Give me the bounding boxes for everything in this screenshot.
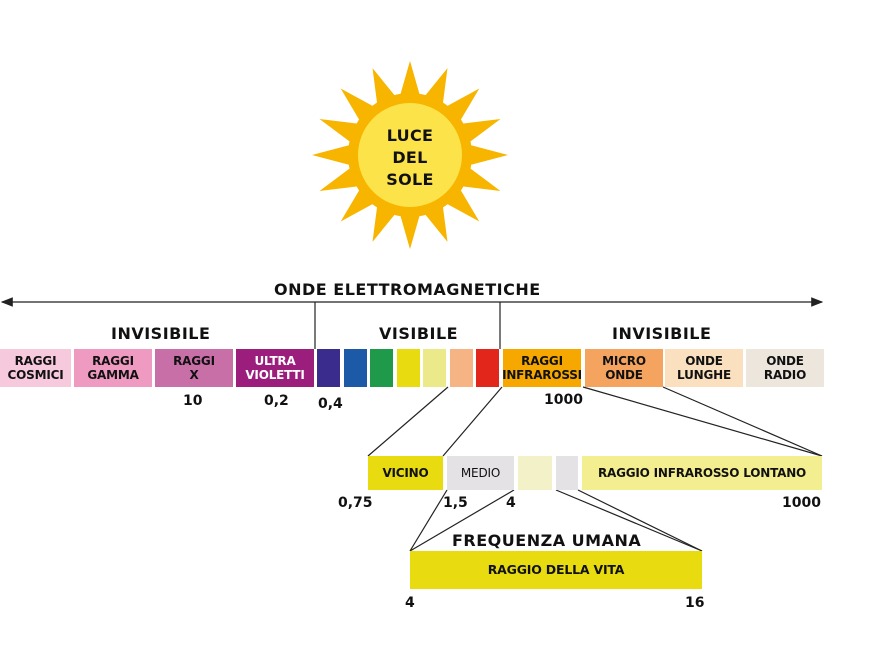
band-raggi-gamma: RAGGI GAMMA [74, 349, 152, 387]
zoom-line [555, 489, 703, 552]
sun-label-line: DEL [392, 148, 428, 167]
band-micro-onde: MICRO ONDE [585, 349, 663, 387]
human-number: 16 [685, 595, 705, 611]
sun-icon [312, 60, 508, 250]
ir-label: VICINO [382, 466, 429, 480]
spectrum-number: 0,4 [318, 396, 343, 412]
band-label: ULTRA VIOLETTI [245, 354, 305, 382]
zoom-line [442, 386, 503, 457]
sun-label: LUCE DEL SOLE [300, 125, 520, 191]
band-ultravioletti: ULTRA VIOLETTI [236, 349, 314, 387]
band-label: RAGGI COSMICI [7, 354, 64, 382]
ir-number: 1,5 [443, 495, 468, 511]
band-visible-orange [450, 349, 473, 387]
spectrum-number: 10 [183, 393, 203, 409]
invisible-right-label: INVISIBILE [612, 324, 712, 343]
sun-illustration: LUCE DEL SOLE [300, 55, 520, 255]
zoom-line [409, 489, 515, 552]
band-label: RAGGI X [173, 354, 215, 382]
visible-label: VISIBILE [379, 324, 459, 343]
ir-lontano: RAGGIO INFRAROSSO LONTANO [582, 456, 822, 490]
band-label: ONDE RADIO [763, 354, 807, 382]
zoom-line [582, 386, 823, 457]
band-visible-light-yellow [423, 349, 446, 387]
band-raggi-infrarossi: RAGGI INFRAROSSI [502, 349, 582, 387]
ir-vicino: VICINO [368, 456, 443, 490]
zoom-line [367, 386, 449, 457]
band-label: RAGGI INFRAROSSI [502, 354, 582, 382]
ir-number: 0,75 [338, 495, 373, 511]
ir-label: MEDIO [460, 466, 501, 480]
ir-label: RAGGIO INFRAROSSO LONTANO [597, 466, 807, 480]
life-ray-bar: RAGGIO DELLA VITA [410, 551, 702, 589]
sun-label-line: LUCE [386, 126, 434, 145]
band-visible-yellow [397, 349, 420, 387]
band-label: MICRO ONDE [602, 354, 646, 382]
band-visible-violet [317, 349, 340, 387]
spectrum-number: 1000 [544, 392, 583, 408]
band-onde-lunghe: ONDE LUNGHE [665, 349, 743, 387]
spectrum-title: ONDE ELETTROMAGNETICHE [274, 280, 541, 299]
band-onde-radio: ONDE RADIO [746, 349, 824, 387]
ir-segment [556, 456, 578, 490]
zoom-line [662, 386, 823, 457]
life-ray-label: RAGGIO DELLA VITA [487, 562, 625, 577]
ir-number: 1000 [782, 495, 821, 511]
band-visible-green [370, 349, 393, 387]
spectrum-number: 0,2 [264, 393, 289, 409]
sun-core [358, 103, 462, 207]
zoom-line [409, 489, 448, 552]
band-label: ONDE LUNGHE [677, 354, 731, 382]
ir-segment [518, 456, 552, 490]
band-visible-red [476, 349, 499, 387]
zoom-line [577, 489, 703, 552]
band-visible-blue [344, 349, 367, 387]
human-number: 4 [405, 595, 415, 611]
band-raggi-x: RAGGI X [155, 349, 233, 387]
ir-medio: MEDIO [447, 456, 514, 490]
ir-number: 4 [506, 495, 516, 511]
sun-label-line: SOLE [386, 170, 434, 189]
band-raggi-cosmici: RAGGI COSMICI [0, 349, 71, 387]
human-frequency-title: FREQUENZA UMANA [452, 531, 642, 550]
band-label: RAGGI GAMMA [87, 354, 139, 382]
invisible-left-label: INVISIBILE [111, 324, 211, 343]
